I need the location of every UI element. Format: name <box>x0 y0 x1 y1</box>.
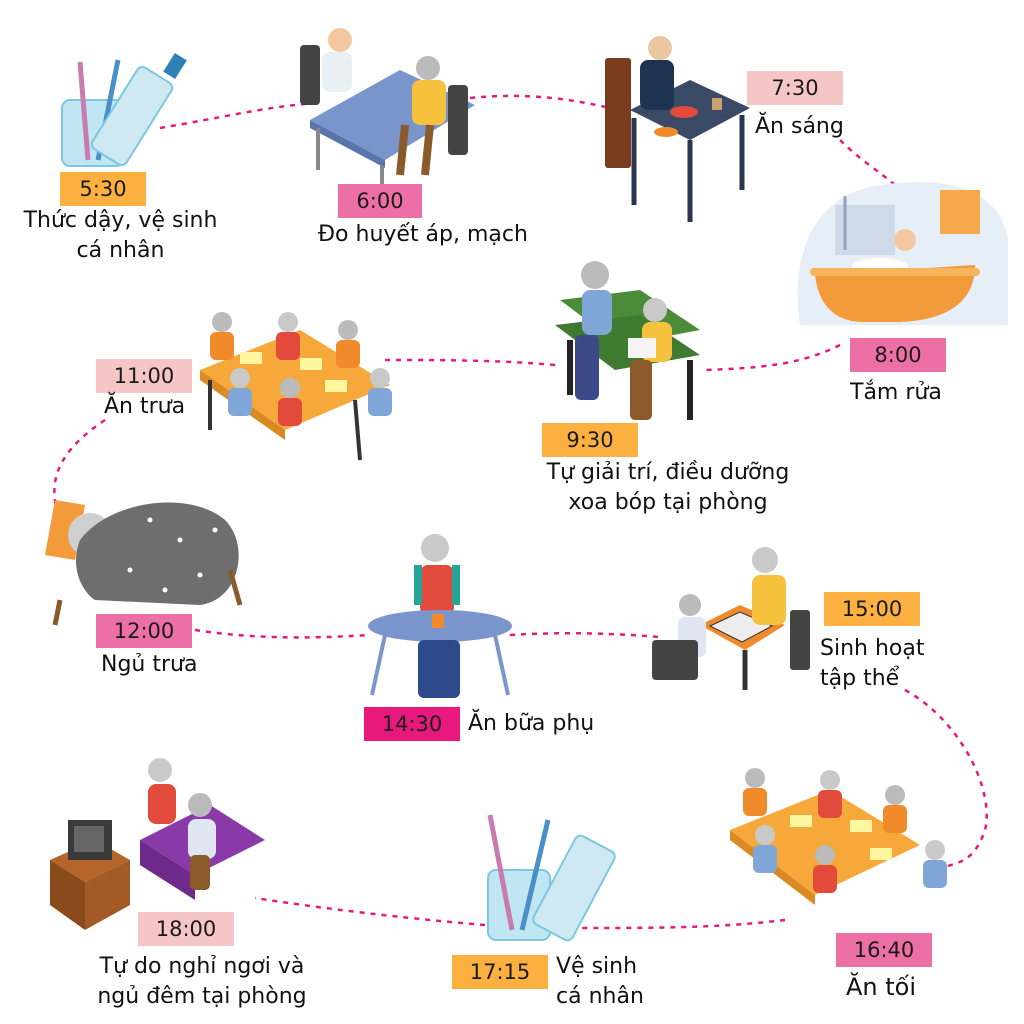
toothbrush-cup-icon <box>61 52 187 167</box>
label-0930-line-2: xoa bóp tại phòng <box>568 490 768 515</box>
label-1640-line-1: Ăn tối <box>846 973 917 1001</box>
label-1200: Ngủ trưa <box>101 650 221 680</box>
time-badge-0800: 8:00 <box>850 338 946 372</box>
label-1715-line-1: Vệ sinh <box>556 954 638 979</box>
label-1200-line-1: Ngủ trưa <box>101 652 198 677</box>
label-1430: Ăn bữa phụ <box>468 709 608 739</box>
time-badge-1430: 14:30 <box>364 707 460 741</box>
connector-lines <box>53 94 988 930</box>
toothbrush-cup-icon-2 <box>487 814 616 942</box>
time-badge-1800: 18:00 <box>138 912 234 946</box>
snack-table-icon <box>368 534 512 698</box>
chess-game-icon <box>652 547 810 690</box>
time-badge-1100: 11:00 <box>96 359 192 393</box>
label-1100: Ăn trưa <box>104 392 204 422</box>
label-0730: Ăn sáng <box>755 112 855 142</box>
blood-pressure-check-icon <box>300 28 475 200</box>
time-badge-0930: 9:30 <box>542 423 638 457</box>
label-0800-line-1: Tắm rửa <box>850 380 942 405</box>
time-badge-0530: 5:30 <box>60 172 146 206</box>
bathtub-icon <box>797 182 1008 325</box>
label-0930: Tự giải trí, điều dưỡng xoa bóp tại phòn… <box>528 458 808 518</box>
group-dinner-table-icon <box>730 768 947 905</box>
label-1500: Sinh hoạt tập thể <box>820 634 950 694</box>
label-1800-line-1: Tự do nghỉ ngơi và <box>99 954 305 979</box>
label-1430-line-1: Ăn bữa phụ <box>468 711 595 736</box>
sleeping-bed-icon <box>45 500 243 626</box>
label-0930-line-1: Tự giải trí, điều dưỡng <box>546 460 790 485</box>
time-badge-0730: 7:30 <box>747 71 843 105</box>
label-1715-line-2: cá nhân <box>556 984 644 1009</box>
group-lunch-table-icon <box>200 312 392 461</box>
label-0800: Tắm rửa <box>850 378 960 408</box>
label-1500-line-2: tập thể <box>820 666 900 691</box>
time-badge-0600: 6:00 <box>338 184 422 218</box>
time-badge-1640: 16:40 <box>836 933 932 967</box>
label-0530-line-2: cá nhân <box>76 238 165 263</box>
time-badge-1500: 15:00 <box>824 592 920 626</box>
label-0530: Thức dậy, vệ sinh cá nhân <box>18 206 223 266</box>
time-badge-1200: 12:00 <box>96 614 192 648</box>
label-1800-line-2: ngủ đêm tại phòng <box>97 984 307 1009</box>
label-1100-line-1: Ăn trưa <box>104 394 186 419</box>
tv-sofa-icon <box>50 758 265 930</box>
label-1800: Tự do nghỉ ngơi và ngủ đêm tại phòng <box>72 952 332 1012</box>
time-badge-1715: 17:15 <box>452 955 548 989</box>
park-bench-reading-icon <box>555 261 700 420</box>
label-1500-line-1: Sinh hoạt <box>820 636 925 661</box>
label-0530-line-1: Thức dậy, vệ sinh <box>23 208 218 233</box>
label-0730-line-1: Ăn sáng <box>755 114 844 139</box>
label-0600-line-1: Đo huyết áp, mạch <box>318 222 528 247</box>
label-1715: Vệ sinh cá nhân <box>556 952 676 1012</box>
breakfast-table-icon <box>605 36 750 222</box>
label-1640: Ăn tối <box>846 972 956 1002</box>
label-0600: Đo huyết áp, mạch <box>318 220 528 250</box>
